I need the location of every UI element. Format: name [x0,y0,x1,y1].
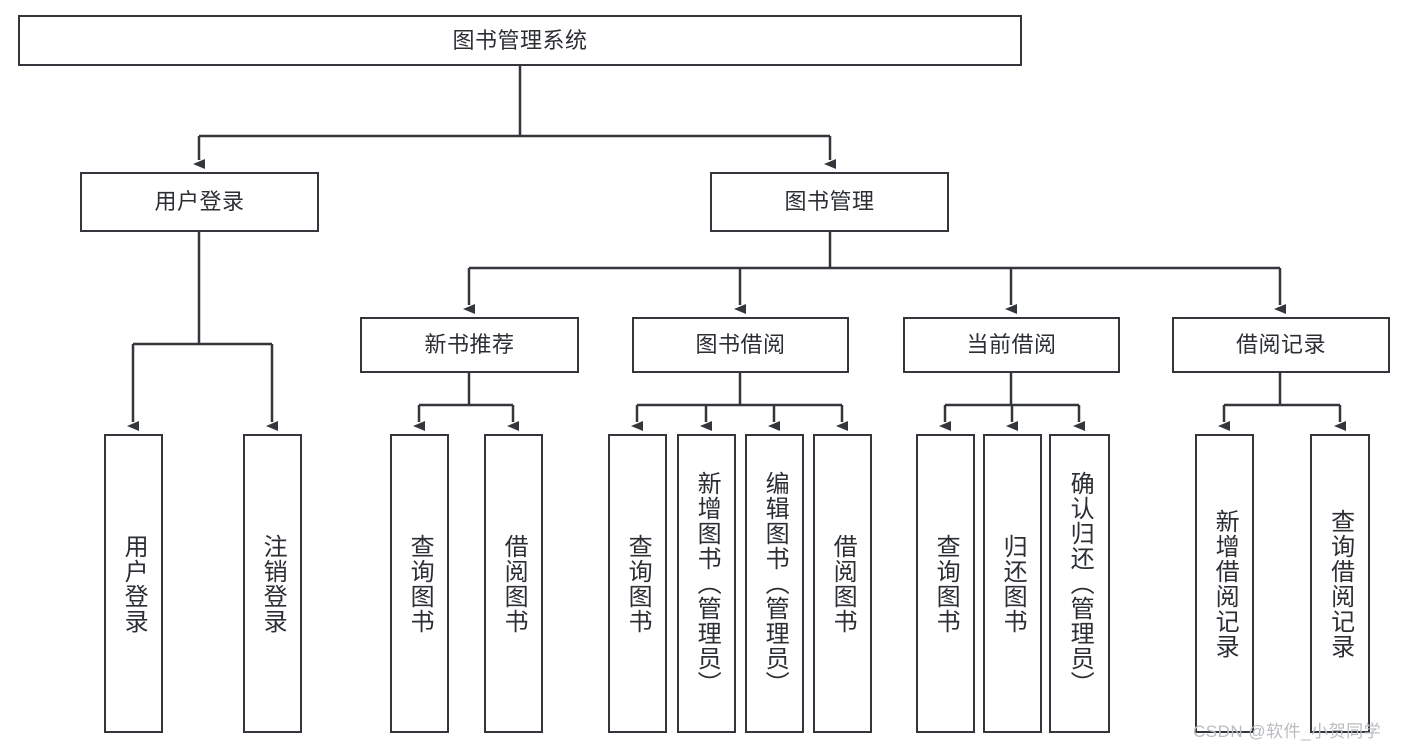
node-label: 新书推荐 [424,332,515,357]
leaf-user-login-logout[interactable]: 注销登录 [243,434,302,733]
leaf-new-book-borrow[interactable]: 借阅图书 [484,434,543,733]
node-label: 查询图书 [932,533,960,634]
node-label: 借阅图书 [829,533,857,634]
node-label: 借阅图书 [500,533,528,634]
node-current-borrow[interactable]: 当前借阅 [903,317,1120,373]
node-label: 查询图书 [624,533,652,634]
node-label: 新增借阅记录 [1211,508,1239,659]
node-new-book-recommend[interactable]: 新书推荐 [360,317,579,373]
leaf-new-book-query[interactable]: 查询图书 [390,434,449,733]
leaf-borrow-query-book[interactable]: 查询图书 [608,434,667,733]
node-label: 查询图书 [406,533,434,634]
node-borrow-record[interactable]: 借阅记录 [1172,317,1390,373]
node-label: 归还图书 [999,533,1027,634]
node-user-login[interactable]: 用户登录 [80,172,319,232]
node-label: 借阅记录 [1235,332,1326,357]
node-label: 图书管理 [784,189,875,214]
node-label: 新增图书（管理员） [693,471,721,696]
node-label: 确认归还（管理员） [1066,471,1094,696]
node-label: 图书借阅 [695,332,786,357]
leaf-borrow-edit-book[interactable]: 编辑图书（管理员） [745,434,804,733]
node-label: 图书管理系统 [452,27,588,53]
csdn-watermark: CSDN @软件_小贺同学 [1193,722,1382,741]
leaf-current-query-book[interactable]: 查询图书 [916,434,975,733]
leaf-current-confirm-return[interactable]: 确认归还（管理员） [1049,434,1110,733]
leaf-record-add[interactable]: 新增借阅记录 [1195,434,1254,733]
node-label: 编辑图书（管理员） [761,471,789,696]
node-label: 用户登录 [154,189,245,214]
node-label: 查询借阅记录 [1326,508,1354,659]
node-root[interactable]: 图书管理系统 [18,15,1022,66]
leaf-borrow-add-book[interactable]: 新增图书（管理员） [677,434,736,733]
leaf-user-login-login[interactable]: 用户登录 [104,434,163,733]
node-label: 注销登录 [259,533,287,634]
node-label: 用户登录 [120,533,148,634]
leaf-record-query[interactable]: 查询借阅记录 [1310,434,1370,733]
node-book-management[interactable]: 图书管理 [710,172,949,232]
node-book-borrow[interactable]: 图书借阅 [632,317,849,373]
leaf-current-return-book[interactable]: 归还图书 [983,434,1042,733]
leaf-borrow-borrow-book[interactable]: 借阅图书 [813,434,872,733]
node-label: 当前借阅 [966,332,1057,357]
